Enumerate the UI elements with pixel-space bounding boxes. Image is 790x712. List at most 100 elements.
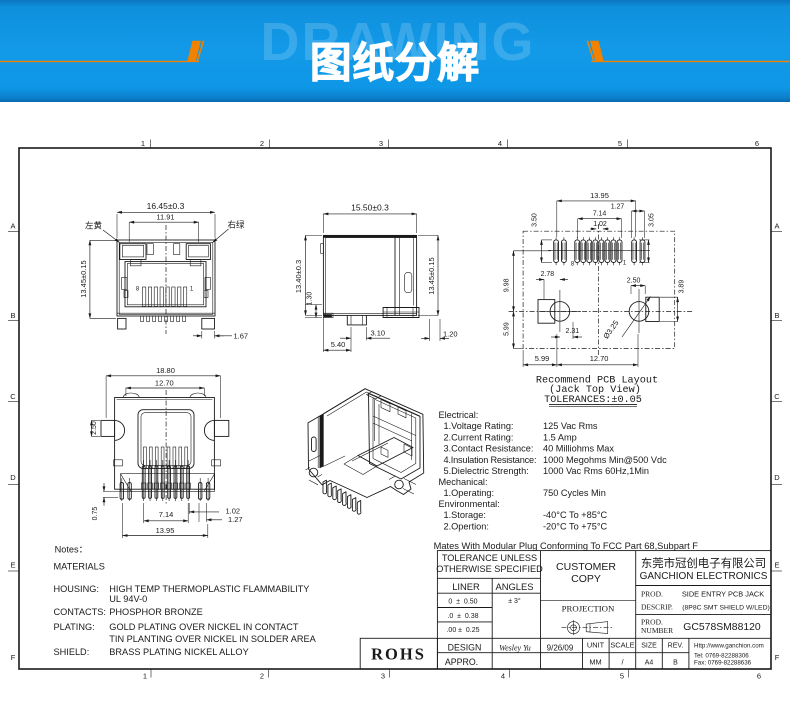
svg-text:1.30: 1.30 (307, 292, 314, 306)
svg-text:125 Vac Rms: 125 Vac Rms (543, 421, 598, 431)
svg-text:40 Milliohms Max: 40 Milliohms Max (543, 444, 614, 454)
svg-text:Mechanical:: Mechanical: (439, 477, 488, 487)
svg-text:SHIELD:: SHIELD: (54, 647, 90, 657)
svg-text:3: 3 (379, 139, 383, 148)
svg-text:1: 1 (190, 287, 194, 293)
svg-text:A4: A4 (645, 659, 654, 666)
svg-text:Wesley Yu: Wesley Yu (499, 643, 531, 652)
svg-text:.00 ± 0.25: .00 ± 0.25 (446, 627, 479, 634)
svg-text:6: 6 (757, 672, 761, 681)
svg-text:750 Cycles Min: 750 Cycles Min (543, 488, 606, 498)
svg-text:Fax: 0769-82288636: Fax: 0769-82288636 (694, 659, 752, 666)
svg-text:3.10: 3.10 (370, 328, 385, 337)
svg-text:ANGLES: ANGLES (495, 581, 533, 592)
svg-text:APPRO.: APPRO. (445, 657, 478, 667)
svg-text:GOLD PLATING OVER NICKEL IN CO: GOLD PLATING OVER NICKEL IN CONTACT (109, 622, 299, 632)
svg-text:2: 2 (260, 672, 264, 681)
svg-text:东莞市冠创电子有限公司: 东莞市冠创电子有限公司 (641, 556, 766, 570)
svg-text:4.Insulation Resistance:: 4.Insulation Resistance: (444, 455, 537, 465)
svg-text:D: D (10, 473, 16, 482)
svg-text:CUSTOMER: CUSTOMER (556, 561, 616, 573)
svg-text:7.14: 7.14 (159, 510, 174, 519)
svg-text:REV.: REV. (668, 642, 684, 649)
svg-text:右绿: 右绿 (227, 219, 245, 229)
svg-text:F: F (775, 653, 780, 662)
svg-text:F: F (11, 653, 16, 662)
svg-text:13.95: 13.95 (590, 191, 609, 200)
svg-text:8: 8 (571, 262, 575, 268)
svg-text:2.50: 2.50 (91, 421, 98, 435)
svg-text:CONTACTS:: CONTACTS: (54, 607, 106, 617)
svg-text:1.27: 1.27 (611, 204, 625, 211)
svg-text:MM: MM (589, 657, 601, 666)
svg-text:1.Storage:: 1.Storage: (444, 510, 486, 520)
svg-text:5.99: 5.99 (535, 354, 550, 363)
svg-text:Environmental:: Environmental: (439, 499, 500, 509)
svg-text:UL 94V-0: UL 94V-0 (109, 594, 147, 604)
svg-text:(8P8C SMT SHIELD W/LED): (8P8C SMT SHIELD W/LED) (682, 605, 770, 612)
svg-text:6: 6 (755, 139, 759, 148)
svg-text:1: 1 (141, 139, 145, 148)
svg-text:C: C (10, 392, 16, 401)
svg-text:9/26/09: 9/26/09 (547, 643, 574, 652)
svg-text:1.27: 1.27 (228, 515, 243, 524)
svg-text:13.45±0.15: 13.45±0.15 (79, 260, 88, 297)
svg-text:3.89: 3.89 (678, 280, 685, 294)
svg-text:2.31: 2.31 (565, 328, 579, 335)
svg-text:(Jack Top View): (Jack Top View) (549, 384, 641, 396)
svg-text:Recommend PCB Layout: Recommend PCB Layout (536, 375, 658, 387)
svg-text:1000 Megohms Min@500 Vdc: 1000 Megohms Min@500 Vdc (543, 455, 667, 465)
svg-text:B: B (774, 311, 779, 320)
svg-text:SIDE ENTRY PCB JACK: SIDE ENTRY PCB JACK (682, 590, 764, 599)
svg-text:5: 5 (620, 672, 624, 681)
svg-text:MATERIALS: MATERIALS (54, 561, 105, 571)
svg-text:2.Opertion:: 2.Opertion: (444, 521, 489, 531)
svg-text:NUMBER: NUMBER (641, 626, 673, 635)
svg-text:4: 4 (498, 139, 502, 148)
svg-text:9.98: 9.98 (504, 278, 511, 292)
svg-text:E: E (774, 561, 779, 570)
svg-text:B: B (10, 311, 15, 320)
svg-text:18.80: 18.80 (156, 366, 175, 375)
svg-text:GANCHION ELECTRONICS: GANCHION ELECTRONICS (640, 571, 768, 582)
svg-text:2.78: 2.78 (541, 271, 555, 278)
svg-text:1.02: 1.02 (226, 506, 241, 515)
svg-text:.0 ± 0.38: .0 ± 0.38 (447, 613, 478, 620)
svg-text:PROD.: PROD. (641, 590, 663, 599)
svg-text:Mates With Modular Plug Confor: Mates With Modular Plug Conforming To FC… (434, 541, 699, 551)
svg-text:-40°C To +85°C: -40°C To +85°C (543, 510, 607, 520)
svg-text:左黄: 左黄 (85, 220, 103, 230)
svg-text:-20°C To +75°C: -20°C To +75°C (543, 521, 607, 531)
svg-text:15.50±0.3: 15.50±0.3 (351, 203, 389, 213)
svg-text:HIGH TEMP THERMOPLASTIC FLAMMA: HIGH TEMP THERMOPLASTIC FLAMMABILITY (109, 584, 309, 594)
svg-text:4: 4 (501, 672, 505, 681)
svg-text:3.Contact Resistance:: 3.Contact Resistance: (444, 444, 534, 454)
svg-text:COPY: COPY (571, 573, 601, 585)
svg-text:13.95: 13.95 (156, 526, 175, 535)
svg-text:5.Dielectric Strength:: 5.Dielectric Strength: (444, 466, 529, 476)
svg-text:12.70: 12.70 (590, 354, 609, 363)
svg-text:5.40: 5.40 (331, 340, 346, 349)
svg-text:Http://www.ganchion.com: Http://www.ganchion.com (694, 642, 764, 649)
svg-text:1.20: 1.20 (443, 330, 458, 339)
svg-text:3.05: 3.05 (649, 213, 656, 227)
svg-text:± 3°: ± 3° (508, 597, 521, 605)
svg-text:SCALE: SCALE (610, 640, 634, 649)
svg-text:BRASS PLATING NICKEL ALLOY: BRASS PLATING NICKEL ALLOY (109, 647, 248, 657)
svg-text:PROJECTION: PROJECTION (562, 604, 615, 614)
svg-text:13.40±0.3: 13.40±0.3 (294, 260, 303, 293)
svg-text:2.50: 2.50 (627, 277, 641, 284)
svg-text:8: 8 (136, 287, 140, 293)
svg-text:3.50: 3.50 (532, 213, 539, 227)
svg-text:Electrical:: Electrical: (439, 410, 479, 420)
svg-text:TIN PLANTING OVER NICKEL IN SO: TIN PLANTING OVER NICKEL IN SOLDER AREA (109, 634, 316, 644)
svg-text:5.99: 5.99 (504, 322, 511, 336)
svg-text:1000 Vac Rms 60Hz,1Min: 1000 Vac Rms 60Hz,1Min (543, 466, 649, 476)
svg-text:Tel: 0769-82288306: Tel: 0769-82288306 (694, 652, 749, 659)
svg-text:PLATING:: PLATING: (54, 622, 95, 632)
svg-text:2: 2 (260, 139, 264, 148)
svg-text:0 ± 0.50: 0 ± 0.50 (448, 598, 477, 605)
svg-text:E: E (10, 561, 15, 570)
svg-text:PROD.: PROD. (641, 618, 663, 627)
svg-text:PHOSPHOR BRONZE: PHOSPHOR BRONZE (109, 607, 202, 617)
